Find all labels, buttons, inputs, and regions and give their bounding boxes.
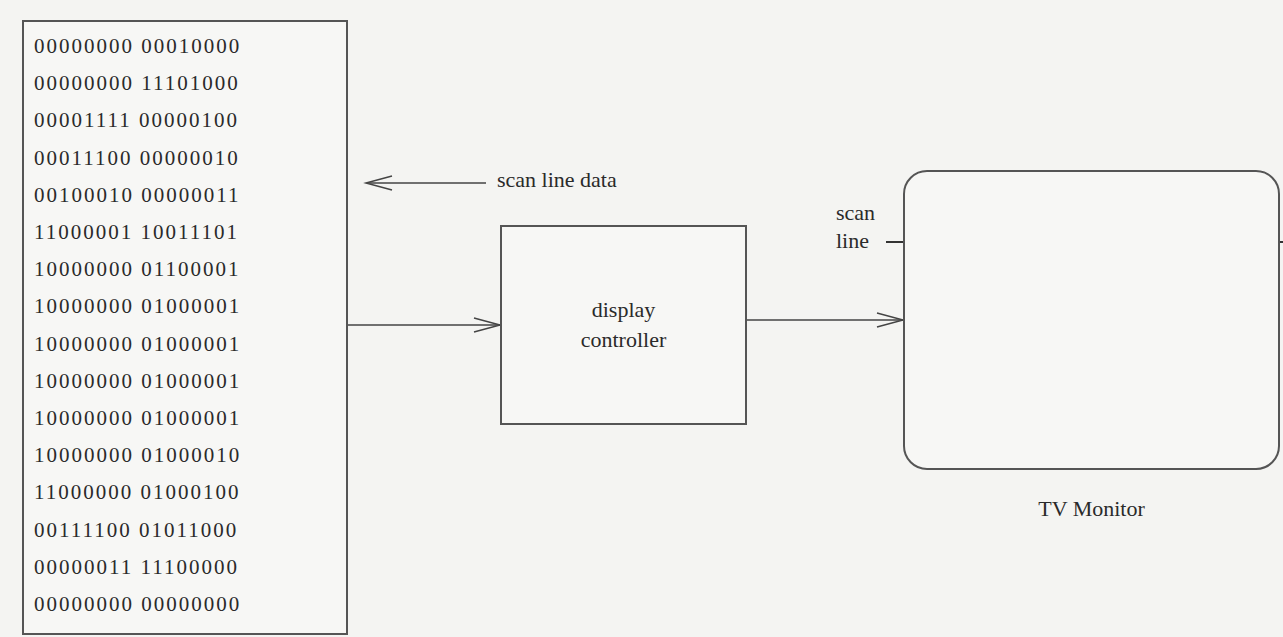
scan-line-bits: 00000000 00000000 <box>34 586 336 623</box>
callout-label: scan line data <box>497 166 617 194</box>
scan-line-bits: 11000000 01000100 <box>34 474 336 511</box>
scan-line-bits: 00111100 01011000 <box>34 512 336 549</box>
data-arrow <box>348 318 500 332</box>
callout-label: scan line <box>836 199 884 255</box>
memory-box: 00000000 0001000000000000 11101000000011… <box>22 20 348 635</box>
scan-line-bits: 10000000 01000010 <box>34 437 336 474</box>
data-arrow <box>747 313 903 327</box>
monitor-caption: TV Monitor <box>905 496 1278 522</box>
controller-box: display controller <box>500 225 747 425</box>
box-label: display controller <box>564 295 684 355</box>
monitor-screen: TV Monitor <box>903 170 1280 470</box>
scan-line-bits: 10000000 01000001 <box>34 326 336 363</box>
scan-line-bits: 11000001 10011101 <box>34 214 336 251</box>
scan-line-bits: 10000000 01100001 <box>34 251 336 288</box>
scan-line-bits: 00000011 11100000 <box>34 549 336 586</box>
scan-line-bits: 10000000 01000001 <box>34 400 336 437</box>
scan-line-bits: 00001111 00000100 <box>34 102 336 139</box>
scan-line-bits: 00011100 00000010 <box>34 140 336 177</box>
arrow-head <box>366 176 392 190</box>
scan-line-bits: 10000000 01000001 <box>34 288 336 325</box>
scan-line-bits: 00000000 11101000 <box>34 65 336 102</box>
scan-line-bits: 00000000 00010000 <box>34 28 336 65</box>
scan-line-bits: 10000000 01000001 <box>34 363 336 400</box>
leader-arrow <box>368 182 486 184</box>
scan-line-bits: 00100010 00000011 <box>34 177 336 214</box>
